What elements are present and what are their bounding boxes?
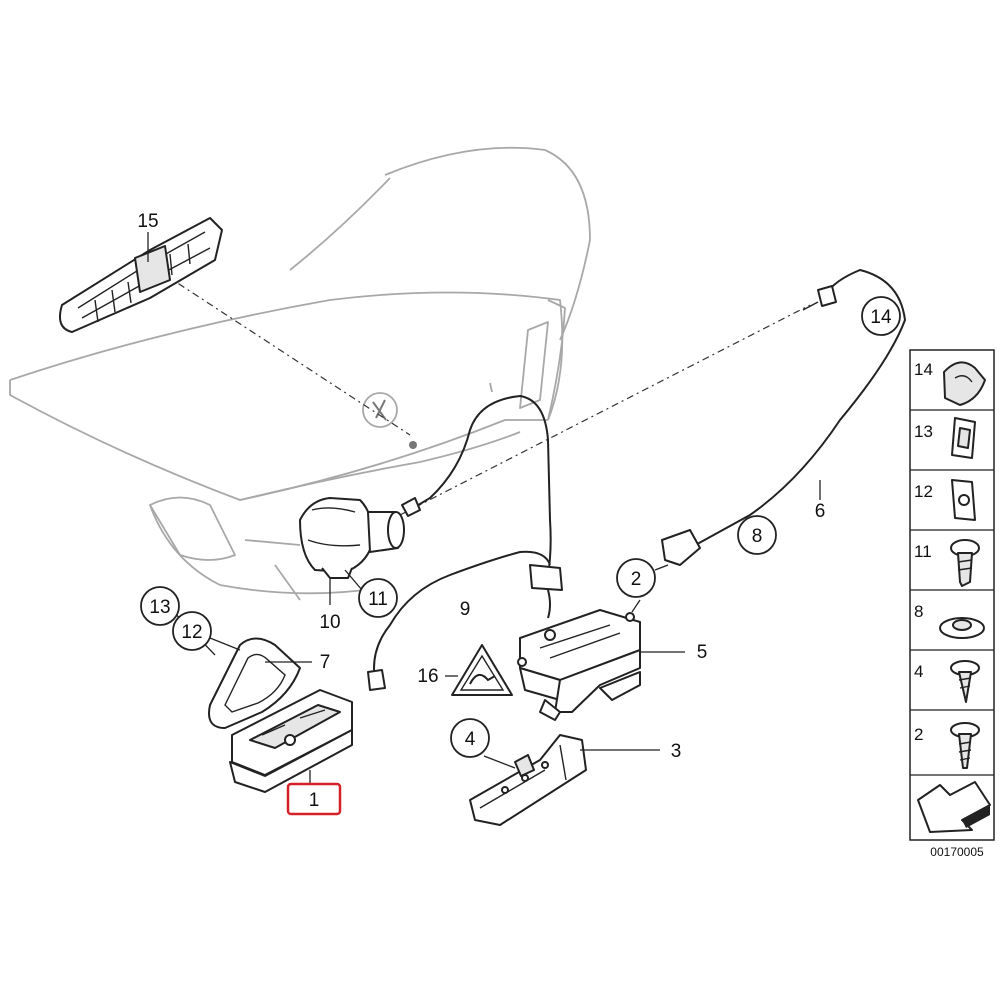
svg-text:1: 1 — [309, 790, 320, 811]
svg-text:13: 13 — [149, 597, 170, 618]
svg-text:14: 14 — [870, 307, 892, 328]
callout-9: 9 — [460, 599, 471, 620]
clip-nut-icon — [951, 417, 976, 459]
svg-text:4: 4 — [914, 662, 923, 681]
grommet-icon — [939, 617, 985, 639]
callout-16: 16 — [417, 666, 438, 687]
bolt-icon — [950, 539, 980, 587]
car-trunk-outline — [9, 146, 591, 601]
callout-3: 3 — [671, 741, 682, 762]
svg-text:12: 12 — [914, 482, 933, 501]
part-7-bezel — [167, 605, 312, 729]
highlight-box — [286, 782, 342, 816]
part-5-latch — [517, 599, 685, 721]
svg-text:15: 15 — [137, 211, 158, 232]
side-item-4: 4 — [914, 660, 980, 703]
svg-text:13: 13 — [914, 422, 933, 441]
svg-text:5: 5 — [697, 642, 708, 663]
cables — [367, 268, 907, 691]
spring-nut-icon — [951, 479, 976, 521]
callout-2: 2 — [616, 558, 656, 598]
part-3-bracket — [469, 734, 660, 826]
svg-text:4: 4 — [465, 729, 476, 750]
side-item-12: 12 — [914, 479, 976, 521]
side-parts-panel: 14 13 12 11 — [909, 349, 995, 841]
screw-icon — [950, 722, 980, 769]
svg-text:2: 2 — [631, 569, 642, 590]
part-16-warning-label — [445, 644, 513, 696]
svg-text:9: 9 — [460, 599, 471, 620]
svg-text:6: 6 — [815, 501, 826, 522]
callout-13: 13 — [140, 586, 180, 626]
svg-text:14: 14 — [914, 360, 933, 379]
side-item-11: 11 — [914, 539, 980, 587]
callout-15: 15 — [137, 211, 158, 232]
svg-text:8: 8 — [752, 526, 763, 547]
callout-8: 8 — [737, 515, 777, 555]
svg-text:11: 11 — [914, 542, 932, 561]
direction-arrow-icon — [917, 781, 991, 833]
svg-text:11: 11 — [368, 589, 388, 610]
side-item-8: 8 — [914, 602, 985, 639]
svg-text:12: 12 — [181, 622, 202, 643]
assembly-lines — [149, 264, 811, 516]
svg-text:8: 8 — [914, 602, 923, 621]
svg-text:3: 3 — [671, 741, 682, 762]
callout-1-highlighted: 1 — [286, 782, 342, 816]
side-item-2: 2 — [914, 722, 980, 769]
svg-text:7: 7 — [320, 652, 331, 673]
callout-12: 12 — [172, 611, 212, 651]
callout-5: 5 — [697, 642, 708, 663]
part-15-trim-handle — [59, 217, 223, 333]
callout-4: 4 — [450, 718, 490, 758]
svg-text:16: 16 — [417, 666, 438, 687]
side-item-14: 14 — [914, 360, 986, 406]
callout-10: 10 — [319, 612, 340, 633]
part-10-actuator — [299, 497, 405, 605]
callout-14: 14 — [861, 296, 901, 336]
svg-text:10: 10 — [319, 612, 340, 633]
part-1-handle-unit — [229, 689, 353, 793]
callout-6: 6 — [815, 480, 826, 522]
diagram-code: 00170005 — [930, 845, 984, 859]
screw-icon — [950, 660, 980, 703]
callout-7: 7 — [320, 652, 331, 673]
callout-11: 11 — [358, 578, 398, 618]
svg-text:2: 2 — [914, 725, 923, 744]
cable-clip-icon — [943, 361, 986, 406]
side-item-13: 13 — [914, 417, 976, 459]
